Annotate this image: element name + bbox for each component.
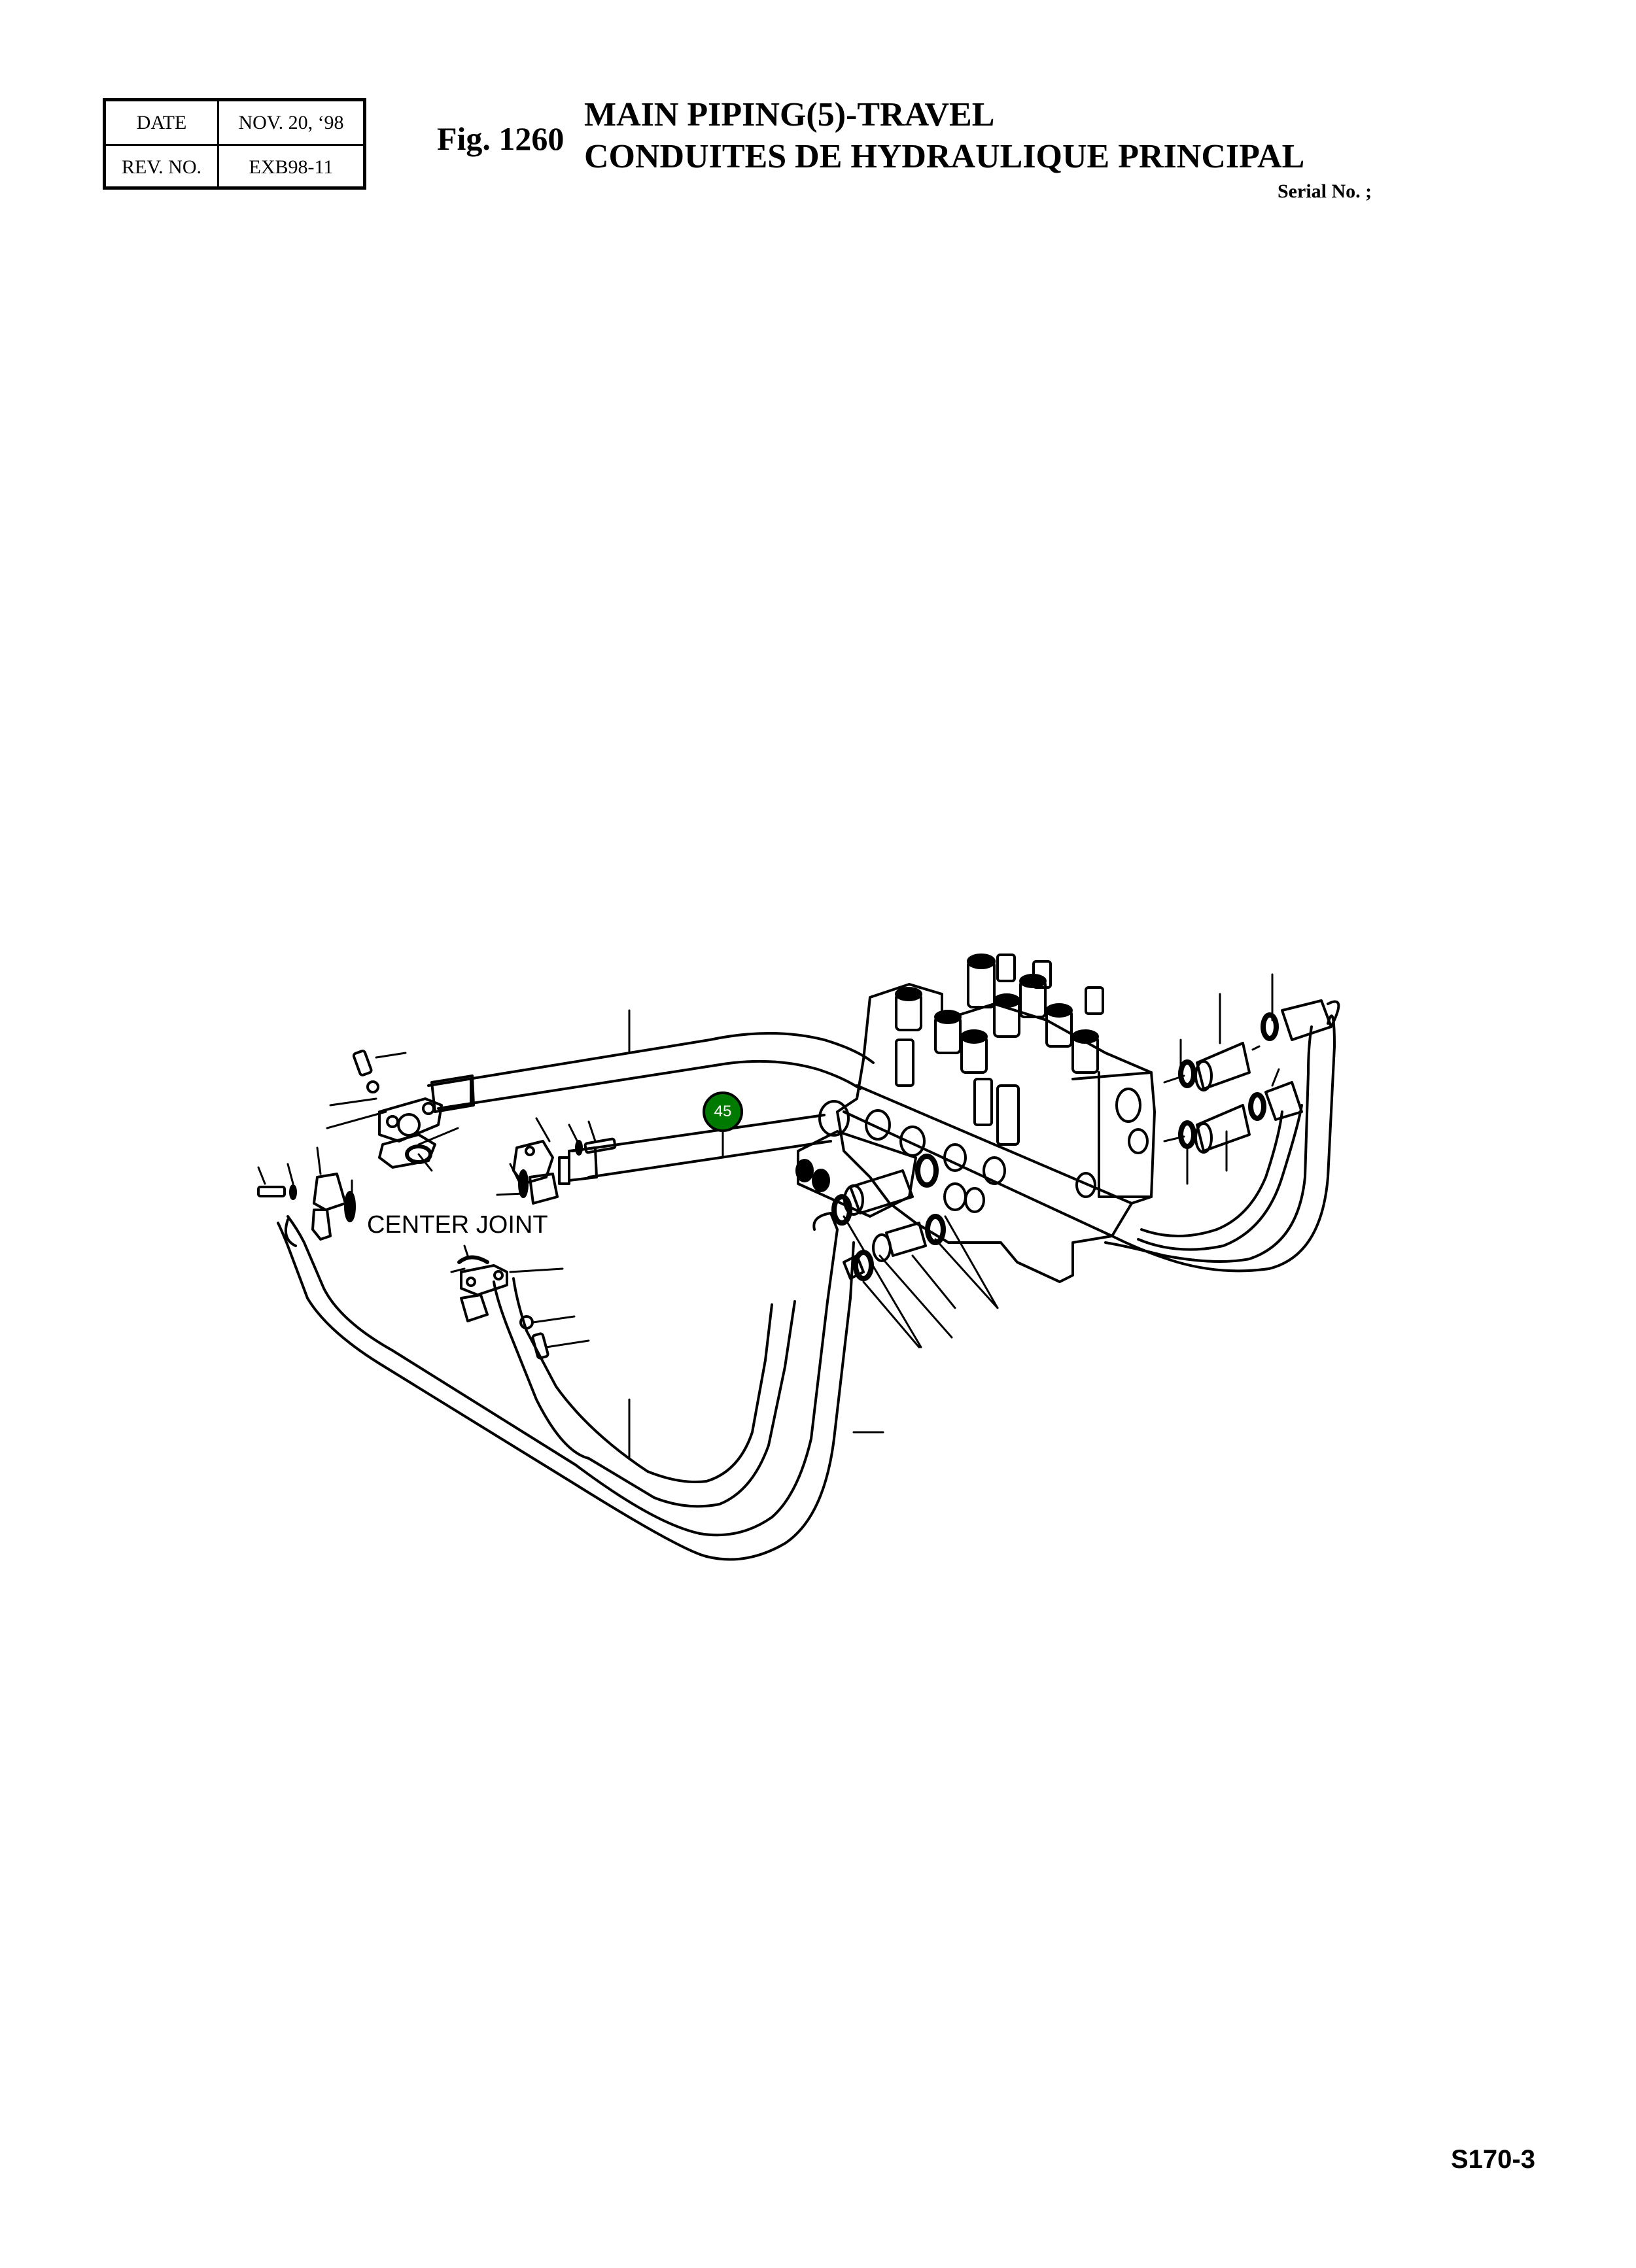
center-joint-label: CENTER JOINT	[367, 1211, 548, 1239]
travel-hoses-lower-loop	[277, 1212, 865, 1561]
leader-lines	[257, 973, 1280, 1460]
revision-number-row: REV. NO. EXB98-11	[106, 144, 363, 188]
figure-number: Fig. 1260	[437, 120, 565, 157]
travel-hose-upper	[427, 1032, 875, 1113]
center-joint-flange	[257, 1173, 356, 1241]
date-label: DATE	[106, 101, 219, 144]
part-callout-45[interactable]: 45	[703, 1091, 743, 1132]
split-flange-upper-left	[352, 1050, 443, 1169]
right-adapters	[1178, 999, 1340, 1154]
spool-caps	[895, 954, 1104, 1146]
o-ring	[831, 1194, 852, 1226]
revision-table: DATE NOV. 20, ‘98 REV. NO. EXB98-11	[103, 98, 366, 190]
callout-number: 45	[714, 1103, 732, 1120]
o-ring	[853, 1250, 874, 1281]
o-ring	[1248, 1092, 1266, 1121]
o-ring	[1178, 1120, 1196, 1149]
valve-ports	[818, 1100, 1006, 1213]
revision-date-row: DATE NOV. 20, ‘98	[106, 101, 363, 144]
date-value: NOV. 20, ‘98	[238, 111, 344, 133]
rev-label: REV. NO.	[106, 146, 219, 188]
page-title-english: MAIN PIPING(5)-TRAVEL	[584, 96, 995, 133]
o-ring	[1178, 1059, 1196, 1088]
travel-hoses-right-loop	[1104, 1014, 1336, 1273]
front-adapters	[831, 1154, 946, 1281]
o-ring	[1261, 1012, 1279, 1041]
split-flange-lower	[457, 1255, 549, 1360]
page-title-french: CONDUITES DE HYDRAULIQUE PRINCIPAL	[584, 138, 1305, 175]
o-ring	[925, 1214, 946, 1245]
control-valve-block	[818, 954, 1156, 1283]
serial-number-label: Serial No. ;	[1278, 180, 1372, 202]
page-code: S170-3	[1451, 2145, 1535, 2174]
rev-value: EXB98-11	[249, 156, 334, 178]
o-ring	[915, 1154, 939, 1188]
